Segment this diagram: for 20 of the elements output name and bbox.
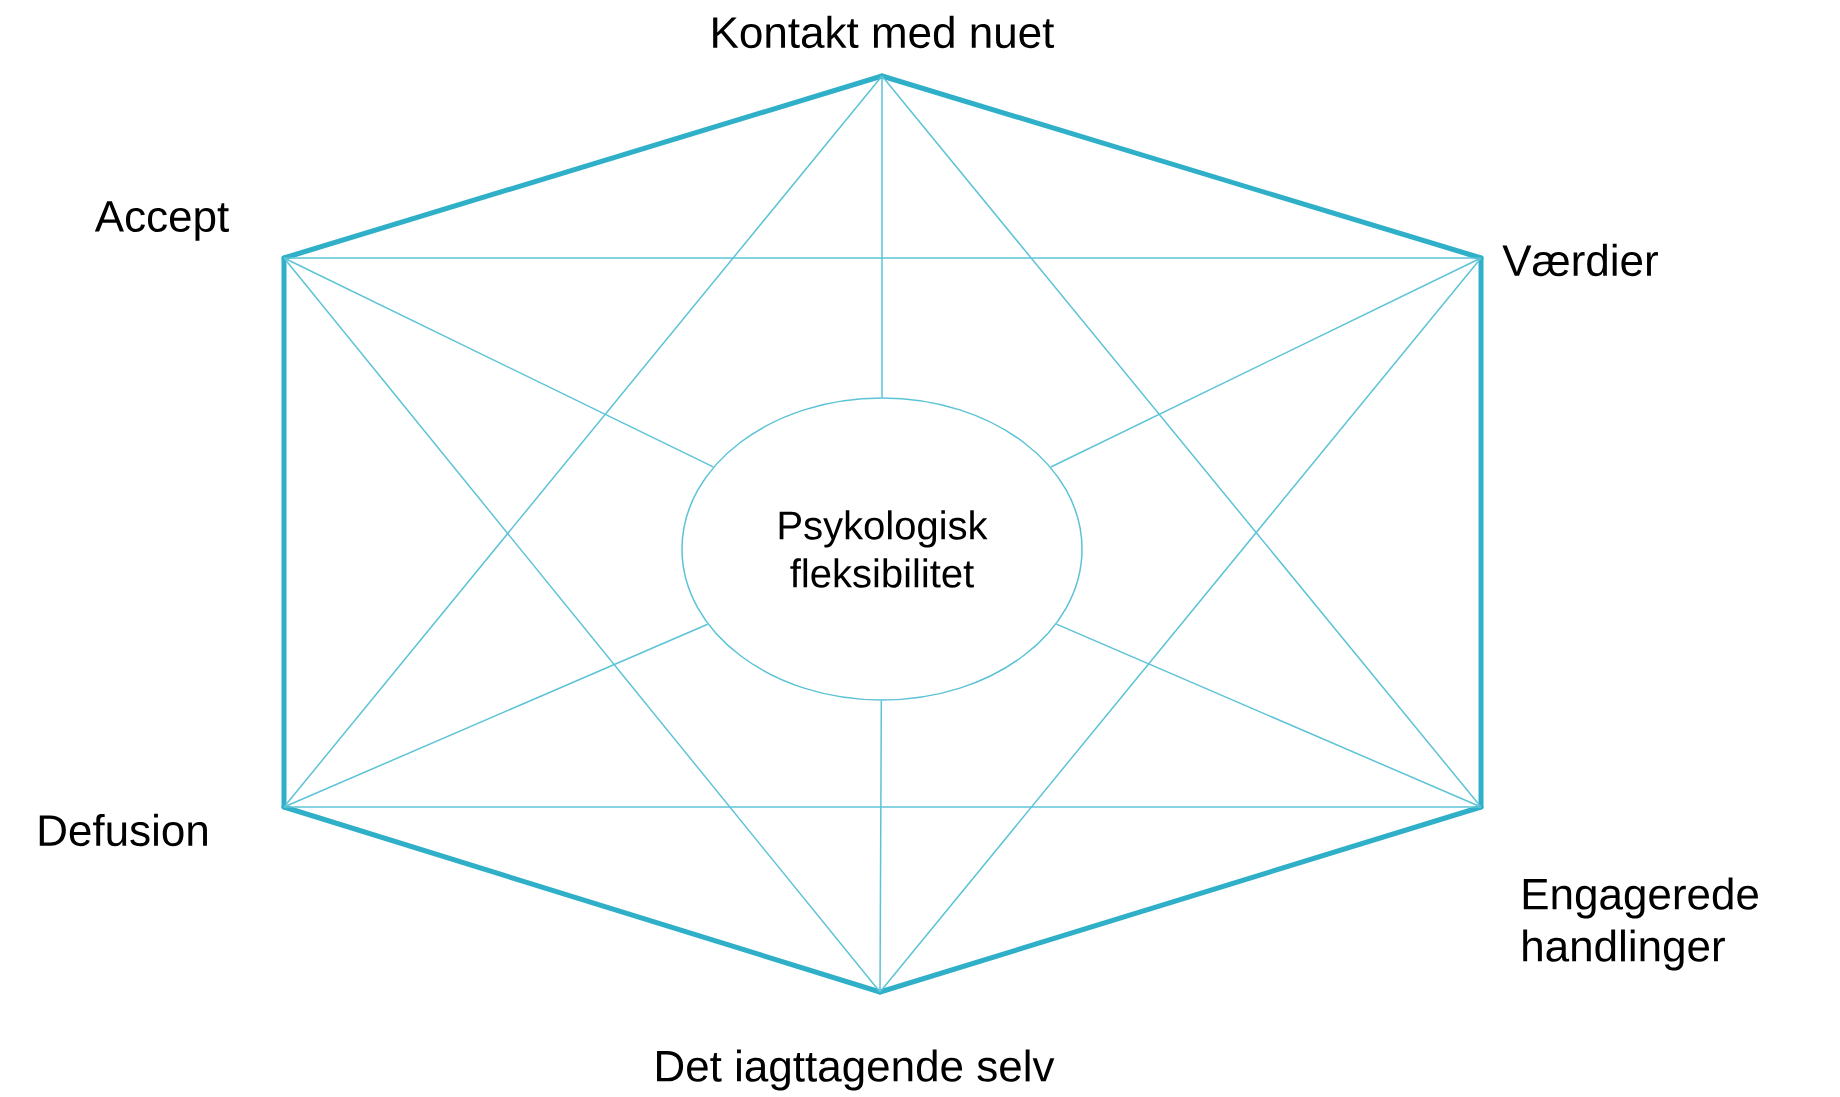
connecting-line [879, 700, 883, 993]
vertex-label: Kontakt med nuet [713, 15, 1055, 49]
connecting-line [283, 257, 1482, 259]
vertex-label: Defusion [39, 813, 207, 847]
connecting-line [881, 75, 883, 398]
vertex-label: Accept [94, 201, 229, 241]
vertex-label: Det iagttagende selv [657, 1049, 1055, 1091]
vertex-label: Værdier [1502, 243, 1658, 277]
connecting-line [283, 257, 881, 993]
hexagon-side [281, 73, 885, 261]
connecting-line [879, 257, 1482, 993]
hexagon-side [1478, 255, 1484, 810]
connecting-line [1050, 257, 1482, 468]
connecting-line [283, 75, 883, 808]
connecting-line [1055, 623, 1482, 808]
connecting-line [881, 75, 1482, 808]
connecting-line [283, 806, 1482, 808]
vertex-label: Engagerede handlinger [1523, 877, 1758, 971]
connecting-line [283, 257, 714, 468]
connecting-line [283, 623, 709, 808]
